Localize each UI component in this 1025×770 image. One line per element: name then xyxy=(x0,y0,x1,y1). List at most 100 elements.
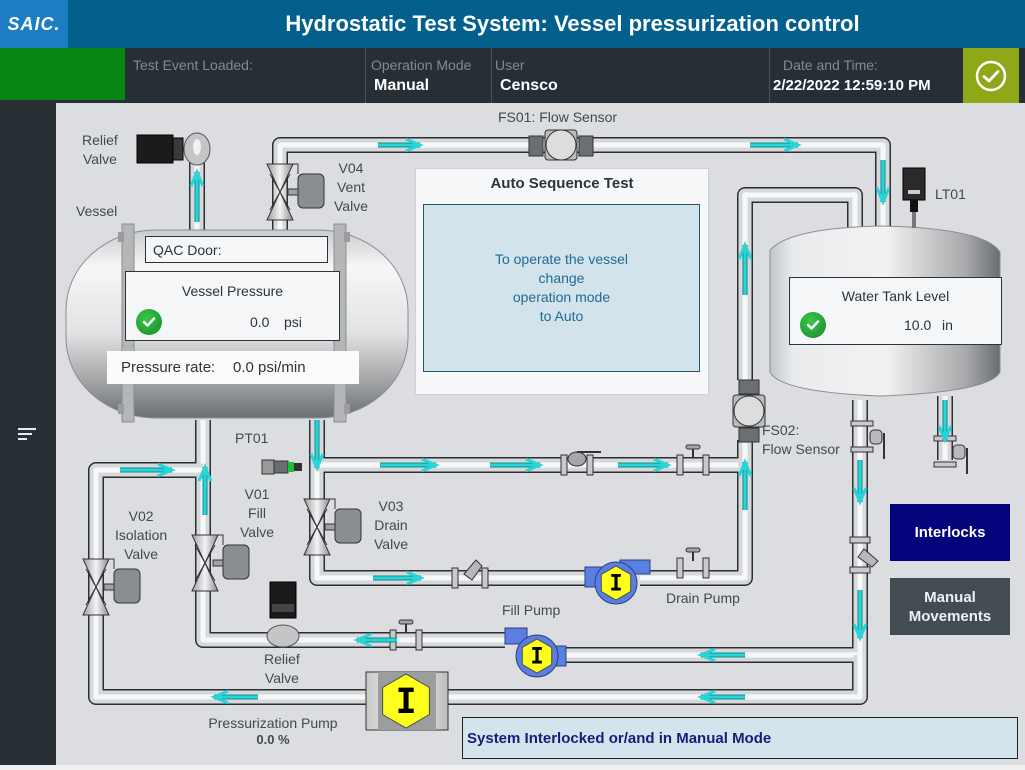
flow-arrow-icon xyxy=(737,458,753,510)
valve-actuator-icon xyxy=(297,173,325,209)
fs01-label: FS01: Flow Sensor xyxy=(498,109,618,125)
pressure-rate-panel: Pressure rate: 0.0 psi/min xyxy=(107,351,359,384)
flow-arrow-icon xyxy=(852,460,868,506)
strainer-icon xyxy=(451,559,489,589)
flow-arrow-icon xyxy=(120,462,176,478)
user-value: Censco xyxy=(500,77,558,94)
strainer-icon xyxy=(849,536,879,574)
flow-arrow-icon xyxy=(380,457,440,473)
lt01-level-transmitter xyxy=(902,167,926,228)
flow-arrow-icon xyxy=(189,168,205,222)
auto-sequence-panel: Auto Sequence Test To operate the vessel… xyxy=(415,168,709,395)
flow-arrow-icon xyxy=(750,137,802,153)
pid-diagram: I I I xyxy=(65,129,1001,731)
pumps: I I I xyxy=(365,559,651,731)
v02-isolation-valve-icon xyxy=(82,558,141,616)
flow-arrow-icon xyxy=(197,463,213,515)
flow-arrow-icon xyxy=(937,400,953,444)
user-label: User xyxy=(495,57,525,73)
flow-arrows xyxy=(120,137,953,705)
fs02-label: FS02:Flow Sensor xyxy=(762,422,840,457)
pressurization-pump-label: Pressurization Pump 0.0 % xyxy=(198,715,348,747)
pipe-highlight xyxy=(314,420,595,581)
datetime-label: Date and Time: xyxy=(783,57,878,73)
water-tank-level-unit: in xyxy=(942,317,953,333)
interlocks-button[interactable]: Interlocks xyxy=(890,504,1010,561)
v04-vent-valve-icon xyxy=(266,163,325,221)
drain-pump-label: Drain Pump xyxy=(666,590,740,606)
info-bar: Test Event Loaded: Operation Mode Manual… xyxy=(0,48,1025,103)
water-tank-level-panel: Water Tank Level 10.0 in xyxy=(789,277,1002,345)
fs02-flow-sensor xyxy=(732,379,766,443)
pipe-highlight xyxy=(93,655,863,700)
vessel-pressure-unit: psi xyxy=(284,314,302,330)
pump-hexagon xyxy=(382,673,430,729)
flow-arrow-icon xyxy=(875,160,891,206)
pipe-outline xyxy=(309,420,595,586)
datetime-value: 2/22/2022 12:59:10 PM xyxy=(773,77,931,94)
pressurization-pump-hex: I xyxy=(382,673,430,729)
pump-hexagon xyxy=(521,638,553,674)
sidebar xyxy=(0,103,56,765)
valve-actuator-icon xyxy=(113,568,141,604)
system-status-message: System Interlocked or/and in Manual Mode xyxy=(462,717,1018,759)
hand-valve-icon xyxy=(676,547,710,579)
ball-valve-icon xyxy=(560,451,601,476)
drain-pump-icon: I xyxy=(515,634,559,678)
vessel-pressure-title: Vessel Pressure xyxy=(181,283,284,299)
pump-hexagon xyxy=(600,565,632,601)
flow-arrow-icon xyxy=(309,420,325,472)
auto-sequence-message: To operate the vessel change operation m… xyxy=(423,204,700,372)
qac-door-panel: QAC Door: xyxy=(145,236,328,263)
flow-arrow-icon xyxy=(490,457,544,473)
user-cell: User Censco xyxy=(491,48,769,103)
v01-fill-valve-icon xyxy=(191,534,250,592)
operation-mode-value: Manual xyxy=(374,77,430,94)
pressure-rate-label: Pressure rate: xyxy=(121,359,216,376)
system-status-indicator xyxy=(0,48,125,100)
test-event-label: Test Event Loaded: xyxy=(133,57,253,73)
flow-arrow-icon xyxy=(618,457,672,473)
saic-logo: SAIC. xyxy=(0,0,68,48)
test-event-cell: Test Event Loaded: xyxy=(125,48,365,103)
drain-pump-inlet xyxy=(504,627,528,645)
qac-door-label: QAC Door: xyxy=(153,242,222,258)
flow-arrow-icon xyxy=(737,241,753,295)
datetime-cell: Date and Time: 2/22/2022 12:59:10 PM xyxy=(769,48,963,103)
flow-arrow-icon xyxy=(697,689,745,705)
valves xyxy=(82,163,968,651)
pt01-label: PT01 xyxy=(235,430,269,446)
vessel-pressure-panel: Vessel Pressure 0.0 psi xyxy=(125,271,340,341)
relief-valve-bottom xyxy=(266,581,300,648)
flow-arrow-icon xyxy=(697,647,745,663)
pipe xyxy=(310,420,595,585)
pt01-pressure-transmitter xyxy=(261,459,302,475)
title-bar: SAIC. Hydrostatic Test System: Vessel pr… xyxy=(0,0,1025,48)
water-tank-level-value: 10.0 xyxy=(904,317,932,333)
menu-lines-icon[interactable] xyxy=(18,428,38,444)
status-check-button[interactable] xyxy=(963,48,1019,103)
v03-drain-valve-icon xyxy=(303,498,362,556)
auto-sequence-title: Auto Sequence Test xyxy=(490,175,634,192)
pressure-ok-icon xyxy=(136,309,162,335)
pump-symbol: I xyxy=(395,681,416,722)
hand-valve-icon xyxy=(676,444,710,476)
operation-mode-cell: Operation Mode Manual xyxy=(365,48,491,103)
valve-actuator-icon xyxy=(222,544,250,580)
flow-arrow-icon xyxy=(373,570,425,586)
pressure-rate-value: 0.0 psi/min xyxy=(233,359,306,376)
flow-arrow-icon xyxy=(378,137,424,153)
fs01-flow-sensor xyxy=(528,129,594,161)
bottom-strip xyxy=(0,765,1025,770)
pump-symbol: I xyxy=(609,571,622,597)
tank-outlet-valve-icon xyxy=(850,420,885,459)
flow-arrow-icon xyxy=(852,590,868,642)
